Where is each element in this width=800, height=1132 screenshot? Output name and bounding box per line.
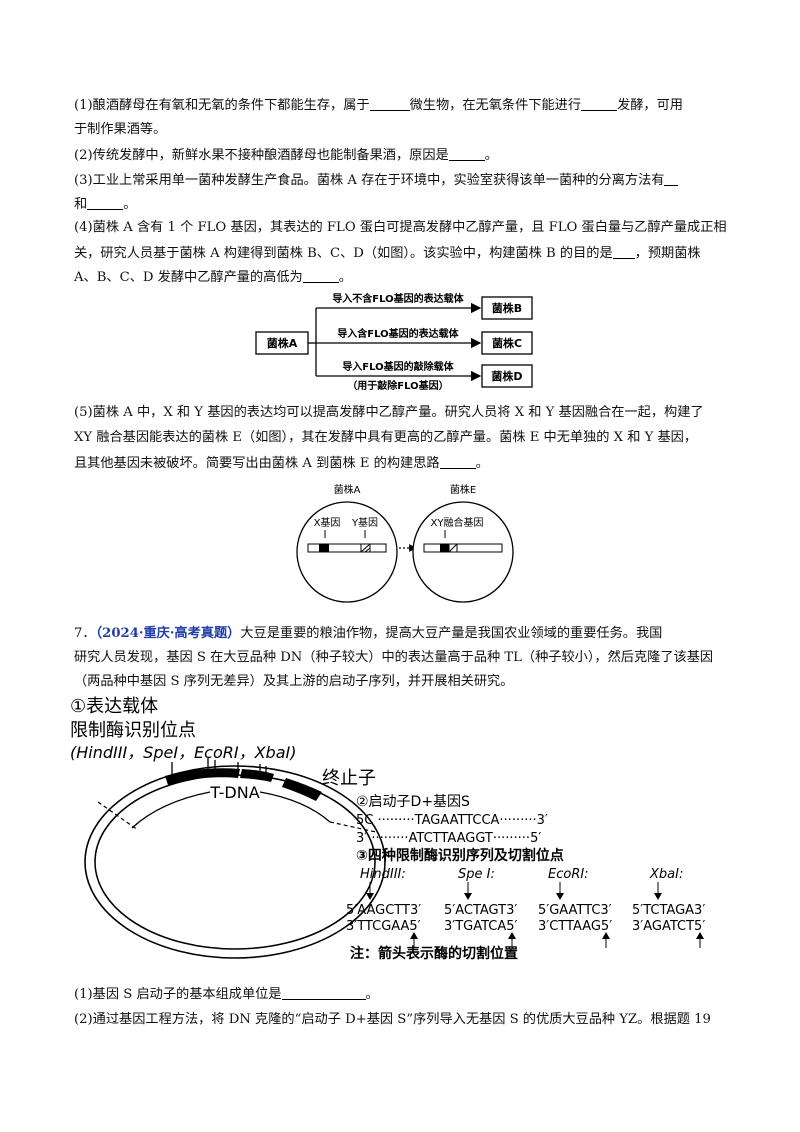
promoter-seq-bottom: 3′ ·········ATCTTAAGGT·········5′: [356, 831, 541, 846]
q7-sub-2: (2)通过基因工程方法，将 DN 克隆的“启动子 D+基因 S”序列导入无基因 …: [74, 1012, 711, 1027]
q7-line-3: （两品种中基因 S 序列无差异）及其上游的启动子序列，并开展相关研究。: [74, 674, 514, 689]
q7-line-2: 研究人员发现，基因 S 在大豆品种 DN（种子较大）中的表达量高于品种 TL（种…: [74, 650, 714, 665]
q6-line-3: (2)传统发酵中，新鲜水果不接种酿酒酵母也能制备果酒，原因是。: [74, 146, 498, 163]
q7-line-1: 7．（2024·重庆·高考真题）大豆是重要的粮油作物，提高大豆产量是我国农业领域…: [74, 626, 663, 641]
strain-b-label: 菌株B: [492, 301, 522, 315]
strain-e-cell-title: 菌株E: [450, 483, 476, 496]
answer-blank[interactable]: [581, 96, 618, 111]
q6-line-2: 于制作果酒等。: [74, 122, 167, 137]
enzyme-2-top: 5′ACTAGT3′: [444, 903, 517, 918]
answer-blank[interactable]: [612, 244, 635, 259]
strain-construction-diagram: 菌株A 导入不含FLO基因的表达载体 导入含FLO基因的表达载体 导入FLO基因…: [255, 292, 533, 392]
q7-sub-1: (1)基因 S 启动子的基本组成单位是。: [74, 985, 379, 1002]
strain-a-cell-title: 菌株A: [334, 483, 361, 496]
q6-line-11: 且其他基因未被破坏。简要写出由菌株 A 到菌株 E 的构建思路。: [74, 454, 489, 471]
promoter-title: ②启动子D+基因S: [356, 793, 470, 810]
arrow3-note: （用于敲除FLO基因）: [347, 379, 448, 392]
enzyme-3-name: EcoRI:: [548, 867, 589, 882]
terminator-segment: [282, 778, 322, 801]
q6-line-10: XY 融合基因能表达的菌株 E（如图），其在发酵中具有更高的乙醇产量。菌株 E …: [74, 430, 698, 445]
enzyme-2-bottom: 3′TGATCA5′: [444, 919, 518, 934]
q6-line-1: (1)酿酒酵母在有氧和无氧的条件下都能生存，属于微生物，在无氧条件下能进行发酵，…: [74, 96, 683, 113]
strain-cells-diagram: 菌株A X基因 Y基因 菌株E XY融合基因: [296, 483, 514, 603]
plasmid-enzymes: (HindIII，SpeI，EcoRI，XbaI): [70, 743, 296, 762]
strain-c-box: [481, 331, 533, 355]
answer-blank[interactable]: [664, 171, 679, 186]
promoter-seq-top: 5C ·········TAGAATTCCA·········3′: [356, 813, 548, 828]
arrow1-label: 导入不含FLO基因的表达载体: [332, 292, 464, 305]
arrow2-label: 导入含FLO基因的表达载体: [337, 327, 459, 340]
strain-d-label: 菌株D: [491, 369, 522, 383]
xy-gene-black: [440, 544, 449, 552]
enzyme-1-top: 5′AAGCTT3′: [346, 903, 421, 918]
strain-d-box: [481, 364, 533, 388]
answer-blank[interactable]: [302, 268, 339, 283]
enzyme-1-name: HindIII:: [360, 867, 406, 882]
restriction-site-region: [165, 768, 240, 785]
answer-blank[interactable]: [369, 96, 410, 111]
figure-note: 注：箭头表示酶的切割位置: [350, 945, 518, 962]
strain-c-label: 菌株C: [492, 336, 522, 350]
terminator-label: 终止子: [322, 768, 376, 789]
xy-gene-label: XY融合基因: [431, 516, 484, 529]
q6-line-9: (5)菌株 A 中，X 和 Y 基因的表达均可以提高发酵中乙醇产量。研究人员将 …: [74, 405, 704, 420]
plasmid-figure: ①表达载体 限制酶识别位点 (HindIII，SpeI，EcoRI，XbaI) …: [70, 696, 705, 962]
tdna-label: T-DNA: [209, 783, 259, 802]
arrow3-label: 导入FLO基因的敲除载体: [342, 360, 454, 373]
enzyme-2-name: Spe I:: [458, 867, 495, 882]
y-gene-label: Y基因: [351, 516, 378, 529]
q6-line-8: A、B、C、D 发酵中乙醇产量的高低为。: [74, 268, 352, 285]
x-gene-block: [319, 544, 329, 552]
chromosome-a: [307, 543, 387, 553]
plasmid-ring-outer: [84, 765, 386, 959]
enzyme-4-name: XbaI:: [649, 867, 683, 882]
strain-a-label: 菌株A: [267, 336, 298, 350]
q6-line-6: (4)菌株 A 含有 1 个 FLO 基因，其表达的 FLO 蛋白可提高发酵中乙…: [74, 220, 727, 235]
enzyme-1-bottom: 3′TTCGAA5′: [346, 919, 421, 934]
x-gene-label: X基因: [314, 516, 341, 529]
enzyme-3-top: 5′GAATTC3′: [538, 903, 612, 918]
sites-title: ③四种限制酶识别序列及切割位点: [356, 847, 564, 864]
q7-source: （2024·重庆·高考真题）: [95, 626, 241, 641]
q6-line-5: 和。: [74, 195, 137, 212]
plasmid-subtitle: 限制酶识别位点: [70, 720, 196, 741]
strain-b-box: [481, 296, 533, 320]
enzyme-4-top: 5′TCTAGA3′: [632, 903, 705, 918]
answer-blank[interactable]: [439, 454, 476, 469]
answer-blank[interactable]: [87, 195, 124, 210]
chromosome-e: [423, 543, 503, 553]
q6-line-4: (3)工业上常采用单一菌种发酵生产食品。菌株 A 存在于环境中，实验室获得该单一…: [74, 171, 679, 190]
restriction-site-region-2: [240, 769, 274, 782]
enzyme-4-bottom: 3′AGATCT5′: [632, 919, 705, 934]
answer-blank[interactable]: [281, 985, 366, 1000]
plasmid-title: ①表达载体: [70, 696, 158, 717]
answer-blank[interactable]: [448, 146, 485, 161]
q6-line-7: 关，研究人员基于菌株 A 构建得到菌株 B、C、D（如图）。该实验中，构建菌株 …: [74, 244, 701, 261]
enzyme-3-bottom: 3′CTTAAG5′: [538, 919, 612, 934]
